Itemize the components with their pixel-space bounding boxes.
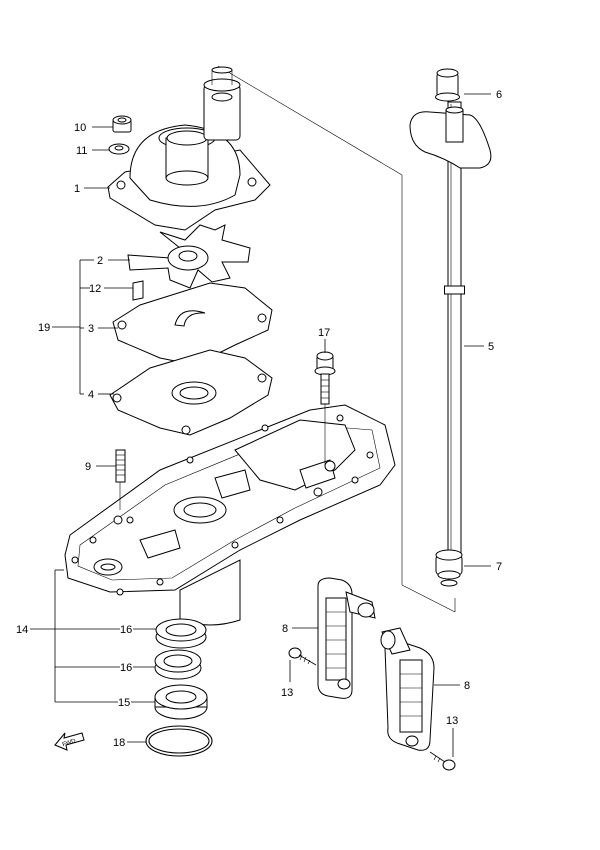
leader-lines — [30, 93, 491, 757]
label-13-right[interactable]: 13 — [446, 715, 458, 727]
label-1[interactable]: 1 — [74, 183, 80, 195]
washer[interactable] — [108, 143, 130, 155]
label-15[interactable]: 15 — [118, 697, 130, 709]
label-18[interactable]: 18 — [113, 737, 125, 749]
label-8-right[interactable]: 8 — [464, 680, 470, 692]
key[interactable] — [132, 280, 144, 301]
o-ring[interactable] — [145, 725, 213, 757]
screw-right[interactable] — [429, 751, 456, 771]
front-arrow-text: FWD — [62, 738, 77, 748]
label-16-upper[interactable]: 16 — [120, 624, 132, 636]
gasket[interactable] — [112, 282, 273, 366]
water-tube[interactable] — [444, 101, 465, 563]
label-10[interactable]: 10 — [74, 122, 86, 134]
grommet-upper[interactable] — [409, 68, 492, 169]
label-5[interactable]: 5 — [488, 341, 494, 353]
label-13-left[interactable]: 13 — [281, 687, 293, 699]
label-19[interactable]: 19 — [38, 322, 50, 334]
label-3[interactable]: 3 — [88, 323, 94, 335]
label-16-lower[interactable]: 16 — [120, 662, 132, 674]
callout-labels: 10 11 1 2 12 19 3 4 9 17 6 5 7 8 8 13 13… — [16, 89, 502, 749]
under-panel[interactable] — [109, 349, 273, 436]
label-17[interactable]: 17 — [318, 327, 330, 339]
front-arrow-icon: FWD — [54, 732, 85, 751]
label-6[interactable]: 6 — [496, 89, 502, 101]
label-12[interactable]: 12 — [89, 283, 101, 295]
label-7[interactable]: 7 — [496, 561, 502, 573]
bolt[interactable] — [314, 351, 336, 465]
screw-left[interactable] — [288, 647, 317, 666]
label-14[interactable]: 14 — [16, 624, 28, 636]
label-9[interactable]: 9 — [85, 461, 91, 473]
label-8-left[interactable]: 8 — [282, 623, 288, 635]
oil-seal-upper[interactable] — [155, 618, 207, 649]
water-inlet-cover-right[interactable] — [380, 627, 435, 751]
water-inlet-cover-left[interactable] — [317, 577, 376, 699]
grommet-lower[interactable] — [435, 549, 463, 587]
impeller-housing-plate[interactable] — [64, 404, 396, 626]
label-11[interactable]: 11 — [76, 145, 87, 157]
label-4[interactable]: 4 — [88, 389, 94, 401]
label-2[interactable]: 2 — [97, 255, 103, 267]
oil-seal-housing[interactable] — [154, 684, 208, 720]
pump-case[interactable] — [107, 66, 271, 231]
frame-lines — [217, 65, 456, 613]
oil-seal-lower[interactable] — [154, 649, 202, 680]
nut[interactable] — [112, 115, 132, 133]
impeller[interactable] — [127, 224, 251, 289]
